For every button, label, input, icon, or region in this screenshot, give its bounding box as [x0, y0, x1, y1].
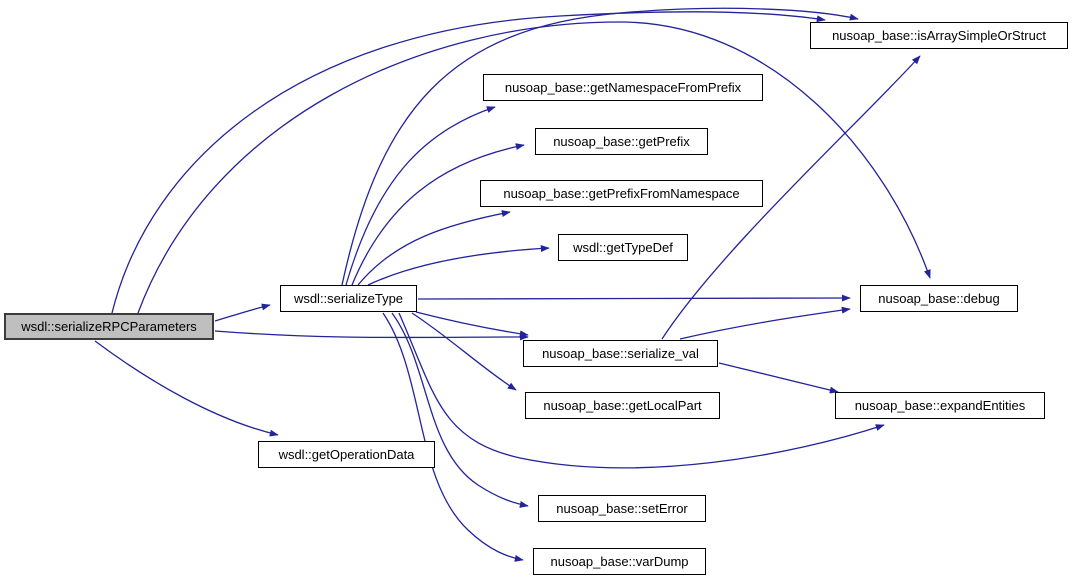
- node-nusoap_base-getLocalPart[interactable]: nusoap_base::getLocalPart: [525, 392, 720, 419]
- node-nusoap_base-isArraySimpleOrStruct[interactable]: nusoap_base::isArraySimpleOrStruct: [810, 22, 1068, 49]
- node-nusoap_base-serialize_val[interactable]: nusoap_base::serialize_val: [523, 340, 718, 367]
- node-nusoap_base-getPrefixFromNamespace[interactable]: nusoap_base::getPrefixFromNamespace: [480, 180, 763, 207]
- edge-serialize_val-isArraySimpleOrStruct: [661, 55, 921, 340]
- edge-serializeType-getNamespaceFromPrefix: [345, 106, 496, 286]
- node-nusoap_base-expandEntities[interactable]: nusoap_base::expandEntities: [835, 392, 1045, 419]
- edge-serializeType-getPrefix: [351, 143, 525, 286]
- edge-serialize_val-debug: [679, 306, 851, 340]
- node-wsdl-serializeType[interactable]: wsdl::serializeType: [280, 285, 417, 312]
- edge-serializeType-setError: [391, 312, 529, 508]
- edge-serializeType-debug: [417, 294, 851, 302]
- node-wsdl-getTypeDef[interactable]: wsdl::getTypeDef: [558, 234, 688, 261]
- edge-serializeType-serialize_val: [415, 311, 529, 338]
- edge-serializeType-getLocalPart: [411, 312, 517, 391]
- edge-serializeRPCParameters-debug: [137, 21, 931, 314]
- node-nusoap_base-getNamespaceFromPrefix[interactable]: nusoap_base::getNamespaceFromPrefix: [483, 74, 763, 101]
- edge-serializeType-expandEntities: [398, 312, 885, 469]
- node-nusoap_base-getPrefix[interactable]: nusoap_base::getPrefix: [535, 128, 708, 155]
- edge-serializeRPCParameters-isArraySimpleOrStruct: [111, 11, 826, 314]
- edge-serializeRPCParameters-getOperationData: [94, 340, 279, 437]
- node-nusoap_base-debug[interactable]: nusoap_base::debug: [860, 285, 1018, 312]
- node-wsdl-serializeRPCParameters: wsdl::serializeRPCParameters: [4, 313, 214, 340]
- edge-serializeType-isArraySimpleOrStruct: [341, 7, 859, 286]
- node-nusoap_base-setError[interactable]: nusoap_base::setError: [538, 495, 706, 522]
- edge-serializeRPCParameters-serializeType: [214, 303, 271, 322]
- node-wsdl-getOperationData[interactable]: wsdl::getOperationData: [258, 441, 435, 468]
- edge-serializeRPCParameters-serialize_val: [214, 330, 529, 341]
- edge-serializeType-getTypeDef: [367, 244, 550, 286]
- edge-serializeType-varDump: [382, 312, 524, 562]
- edge-serializeType-getPrefixFromNamespace: [357, 210, 511, 286]
- node-nusoap_base-varDump[interactable]: nusoap_base::varDump: [533, 548, 706, 575]
- edge-serialize_val-expandEntities: [718, 362, 839, 394]
